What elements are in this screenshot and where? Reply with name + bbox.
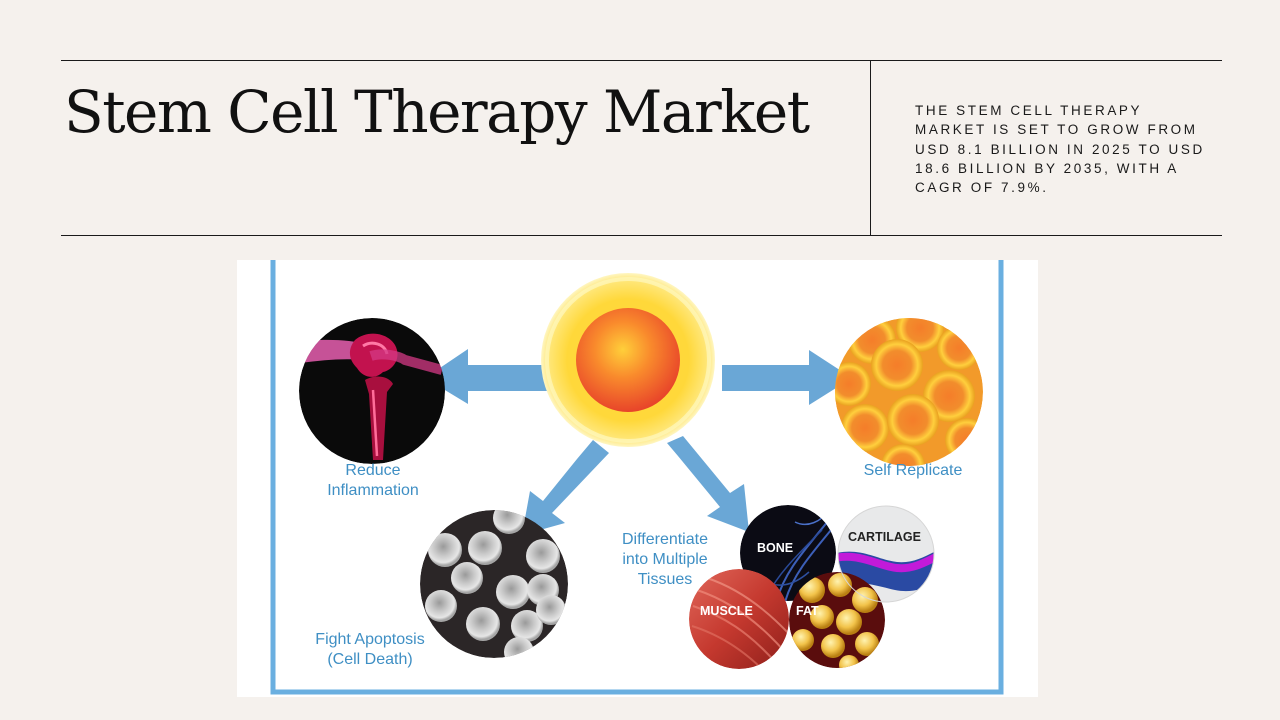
stem-cell-icon (541, 273, 715, 447)
fat-label: FAT (796, 604, 819, 618)
differentiate-label-line3: Tissues (638, 571, 693, 588)
cartilage-label: CARTILAGE (848, 530, 921, 544)
apoptosis-label-line2: (Cell Death) (327, 651, 412, 668)
arrow-right (722, 350, 852, 405)
self-replicate-cells-icon (835, 318, 983, 466)
diagram-frame (270, 260, 1004, 695)
reduce-label-line2: Inflammation (327, 482, 419, 499)
header-divider (870, 60, 871, 236)
arrow-left (425, 349, 567, 404)
apoptosis-cells-icon (420, 510, 568, 658)
page-title: Stem Cell Therapy Market (64, 78, 810, 146)
arrow-down-right (667, 436, 749, 532)
bone-label: BONE (757, 541, 793, 555)
arrow-down-left (522, 440, 609, 535)
self-replicate-label: Self Replicate (864, 462, 963, 479)
market-summary: The Stem Cell Therapy Market is set to g… (915, 103, 1205, 196)
knee-joint-icon (299, 318, 445, 464)
muscle-tissue-icon (689, 569, 789, 669)
differentiate-label-line1: Differentiate (622, 531, 708, 548)
stem-cell-diagram: BONE CARTILAGE MUSCLE (237, 260, 1038, 697)
muscle-label: MUSCLE (700, 604, 753, 618)
reduce-label-line1: Reduce (345, 462, 400, 479)
apoptosis-label-line1: Fight Apoptosis (315, 631, 424, 648)
header-bottom-rule (61, 235, 1222, 236)
fat-tissue-icon (789, 572, 885, 668)
header-top-rule (61, 60, 1222, 61)
differentiate-label-line2: into Multiple (622, 551, 707, 568)
